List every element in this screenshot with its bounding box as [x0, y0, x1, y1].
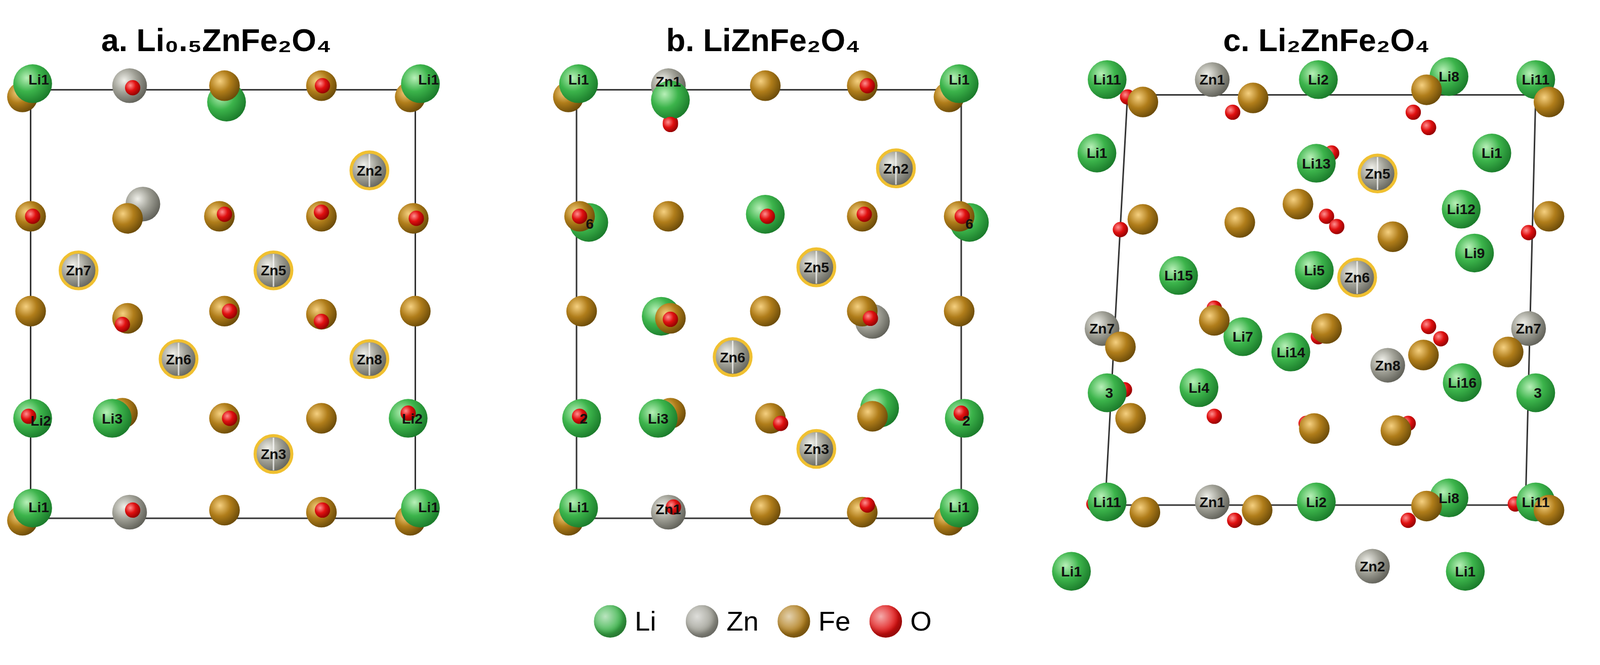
atom-label: Zn5	[803, 259, 830, 276]
atom-label: 3	[1533, 384, 1542, 401]
atom-label: Li15	[1164, 267, 1193, 284]
atom-label: Li8	[1438, 68, 1460, 85]
atom-label: Li2	[30, 412, 52, 429]
atom-label: Li4	[1188, 379, 1210, 396]
atom-label: Li16	[1448, 374, 1477, 391]
atom-label: Li12	[1447, 200, 1476, 218]
unit-cell-c	[1051, 57, 1565, 591]
atom-label: Li1	[418, 499, 439, 516]
unit-cell-a	[7, 64, 440, 536]
atom-label: Zn2	[356, 162, 383, 179]
atom-label: Li1	[418, 71, 439, 88]
atom-label: Zn8	[356, 350, 383, 367]
panel-title: c. Li₂ZnFe₂O₄	[1223, 22, 1430, 60]
unit-cell-b	[553, 64, 990, 536]
atom-label: Zn1	[1199, 71, 1225, 88]
legend-label: O	[910, 605, 932, 637]
atom-label: Li3	[101, 409, 123, 427]
atom-label: Zn3	[803, 440, 830, 458]
atom-label: Li1	[28, 499, 50, 516]
atom-label: Zn8	[1375, 357, 1401, 374]
atom-label: Li8	[1438, 489, 1460, 507]
legend-label: Fe	[818, 605, 851, 637]
atom-label: 6	[585, 215, 594, 232]
atom-label: Zn1	[655, 73, 681, 90]
atom-label: Li1	[1086, 144, 1108, 161]
atom-label: Li1	[568, 499, 590, 516]
atom-label: Zn2	[1359, 558, 1385, 575]
atom-label: Zn1	[655, 501, 681, 518]
legend-label: Li	[634, 605, 656, 637]
atom-label: Zn3	[260, 445, 286, 463]
atom-label: Li11	[1522, 71, 1550, 88]
atom-label: Li1	[949, 71, 970, 88]
atom-label: Zn6	[719, 348, 746, 365]
atom-label: Li3	[647, 409, 669, 427]
panel-title: b. LiZnFe₂O₄	[666, 22, 861, 60]
atom-label: 2	[962, 412, 971, 429]
legend-item: O	[869, 604, 932, 638]
legend-swatch	[869, 604, 903, 638]
atom-label: Li2	[1305, 494, 1327, 511]
atom-label: Li14	[1276, 343, 1305, 360]
atom-label: Li11	[1522, 494, 1550, 511]
atom-label: Li7	[1232, 328, 1254, 345]
atom-label: Li1	[949, 499, 970, 516]
atom-label: Li1	[1060, 563, 1082, 580]
legend-item: Zn	[685, 604, 759, 638]
atom-label: Li1	[1481, 144, 1503, 161]
atom-label: Li13	[1301, 154, 1331, 172]
legend-label: Zn	[726, 605, 759, 637]
legend-swatch	[685, 604, 719, 638]
atom-label: Zn6	[1344, 269, 1370, 286]
atom-label: Li2	[401, 409, 423, 427]
legend-item: Li	[593, 604, 656, 638]
atom-label: Li1	[568, 71, 590, 88]
atom-label: Li11	[1093, 71, 1122, 88]
atom-label: Li5	[1303, 262, 1325, 279]
atom-label: 6	[965, 215, 974, 232]
atom-label: Li1	[1454, 563, 1476, 580]
atom-label: Li9	[1464, 244, 1486, 262]
atom-label: Zn7	[1089, 320, 1115, 337]
atom-label: 3	[1104, 384, 1114, 401]
legend-item: Fe	[777, 604, 851, 638]
atom-label: Zn1	[1199, 494, 1225, 511]
atom-label: 2	[579, 409, 588, 427]
atom-label: Zn2	[883, 160, 909, 177]
atom-label: Li2	[1307, 71, 1329, 88]
atom-label: Zn6	[166, 350, 192, 367]
atom-label: Zn7	[1515, 320, 1542, 337]
atom-label: Li1	[28, 71, 50, 88]
atom-label: Zn5	[260, 262, 286, 279]
atom-label: Zn5	[1364, 165, 1390, 182]
atom-label: Zn7	[65, 262, 92, 279]
legend-swatch	[777, 604, 811, 638]
atom-label: Li11	[1093, 494, 1122, 511]
legend-swatch	[593, 604, 627, 638]
panel-title: a. Li₀.₅ZnFe₂O₄	[101, 22, 332, 60]
